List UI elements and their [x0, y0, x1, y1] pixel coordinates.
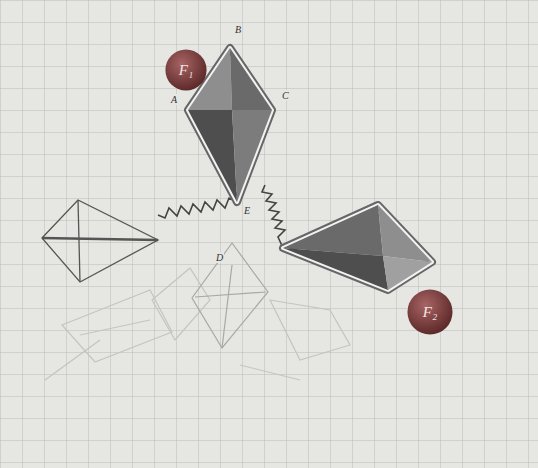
force-label: F₂: [423, 305, 437, 320]
spring: [158, 198, 237, 218]
force-circle: F₁: [165, 49, 207, 91]
spring: [262, 185, 285, 248]
force-circle: F₂: [407, 289, 453, 335]
vertex-letter: E: [243, 205, 251, 216]
vertex-letter: D: [215, 252, 224, 263]
vertex-letter: C: [281, 90, 290, 101]
pencil-kite: [42, 200, 158, 282]
vertex-letter: B: [234, 24, 242, 35]
pencil-kite: [192, 243, 268, 348]
faint-sketch: [45, 268, 350, 380]
shaded-kite: [283, 205, 432, 290]
force-label: F₁: [179, 63, 193, 78]
vertex-letter: A: [170, 94, 178, 105]
